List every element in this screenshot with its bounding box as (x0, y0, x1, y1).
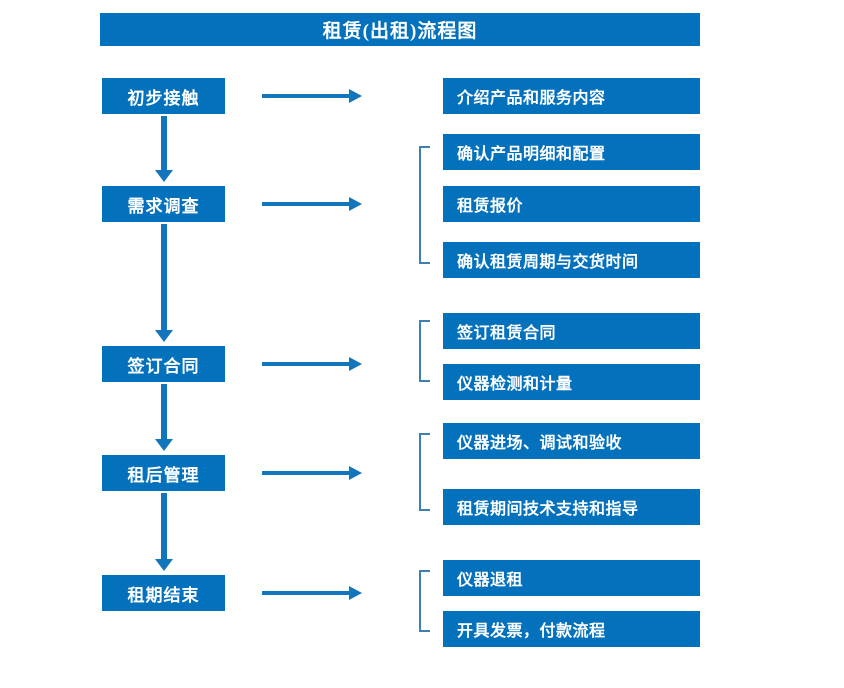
arrow-shaft (262, 94, 350, 98)
stage-box-4[interactable]: 租后管理 (102, 455, 225, 491)
arrow-shaft (262, 202, 350, 206)
stage-box-1[interactable]: 初步接触 (102, 78, 225, 114)
arrow-head-down-icon (155, 170, 173, 182)
detail-box-9[interactable]: 仪器退租 (443, 560, 700, 596)
detail-box-8[interactable]: 租赁期间技术支持和指导 (443, 489, 700, 525)
group-bracket-2 (419, 320, 430, 382)
horizontal-arrow-1 (262, 89, 362, 103)
vertical-arrow-1 (155, 116, 173, 182)
arrow-shaft (262, 471, 350, 475)
arrow-head-down-icon (155, 330, 173, 342)
detail-box-2[interactable]: 确认产品明细和配置 (443, 134, 700, 170)
detail-box-10[interactable]: 开具发票，付款流程 (443, 611, 700, 647)
detail-box-4[interactable]: 确认租赁周期与交货时间 (443, 242, 700, 278)
vertical-arrow-2 (155, 224, 173, 342)
stage-box-2[interactable]: 需求调查 (102, 186, 225, 222)
arrow-shaft (161, 224, 167, 330)
horizontal-arrow-4 (262, 466, 362, 480)
group-bracket-4 (419, 570, 430, 632)
page-title: 租赁(出租)流程图 (100, 13, 700, 46)
detail-box-1[interactable]: 介绍产品和服务内容 (443, 78, 700, 114)
horizontal-arrow-2 (262, 197, 362, 211)
stage-box-5[interactable]: 租期结束 (102, 575, 225, 611)
arrow-shaft (262, 362, 350, 366)
arrow-shaft (262, 591, 350, 595)
group-bracket-3 (419, 433, 430, 511)
vertical-arrow-4 (155, 493, 173, 571)
vertical-arrow-3 (155, 384, 173, 451)
group-bracket-1 (419, 146, 430, 264)
arrow-head-right-icon (349, 89, 362, 103)
detail-box-5[interactable]: 签订租赁合同 (443, 313, 700, 349)
stage-box-3[interactable]: 签订合同 (102, 346, 225, 382)
arrow-head-right-icon (349, 586, 362, 600)
arrow-head-down-icon (155, 559, 173, 571)
arrow-head-down-icon (155, 439, 173, 451)
arrow-shaft (161, 493, 167, 559)
arrow-head-right-icon (349, 466, 362, 480)
horizontal-arrow-5 (262, 586, 362, 600)
detail-box-7[interactable]: 仪器进场、调试和验收 (443, 423, 700, 459)
arrow-shaft (161, 384, 167, 439)
detail-box-3[interactable]: 租赁报价 (443, 186, 700, 222)
arrow-shaft (161, 116, 167, 170)
horizontal-arrow-3 (262, 357, 362, 371)
detail-box-6[interactable]: 仪器检测和计量 (443, 364, 700, 400)
arrow-head-right-icon (349, 357, 362, 371)
arrow-head-right-icon (349, 197, 362, 211)
